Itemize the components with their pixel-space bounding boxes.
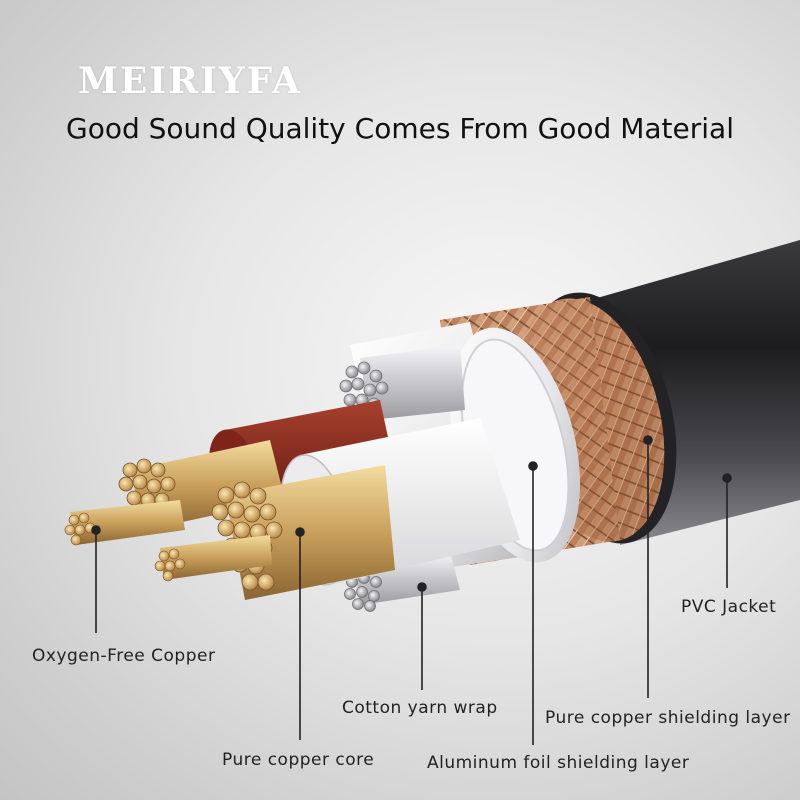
- label-pvc-jacket: PVC Jacket: [681, 597, 777, 617]
- label-pure-copper-shielding: Pure copper shielding layer: [545, 708, 791, 728]
- callout-dot-braid: [643, 435, 653, 445]
- label-aluminum-foil: Aluminum foil shielding layer: [427, 753, 690, 773]
- oxygen-free-copper-strands: [64, 500, 185, 546]
- tagline: Good Sound Quality Comes From Good Mater…: [66, 112, 734, 145]
- callout-lines: [91, 435, 732, 745]
- callout-dot-foil: [528, 461, 538, 471]
- callout-dot-cotton: [417, 582, 427, 592]
- copper-strands-front: [154, 535, 272, 582]
- callout-dot-pvc: [722, 473, 732, 483]
- copper-core-bundle-2: [211, 465, 395, 600]
- brand-logo: MEIRIYFA: [78, 60, 302, 102]
- callout-dot-core: [295, 527, 305, 537]
- label-oxygen-free-copper: Oxygen-Free Copper: [32, 646, 216, 666]
- label-cotton-yarn-wrap: Cotton yarn wrap: [342, 698, 498, 718]
- label-pure-copper-core: Pure copper core: [222, 750, 375, 770]
- callout-dot-ofc: [91, 525, 101, 535]
